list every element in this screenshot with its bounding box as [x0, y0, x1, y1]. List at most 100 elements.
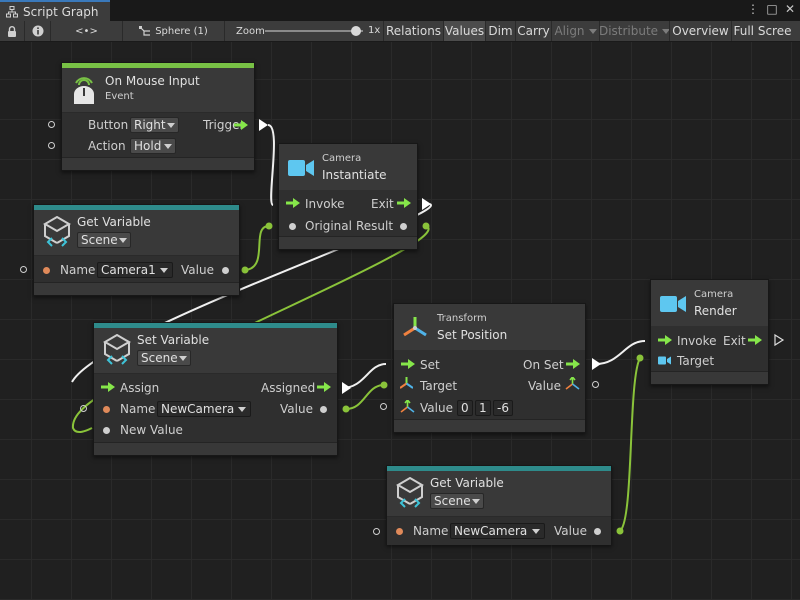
action-input-port[interactable] [48, 142, 55, 149]
chevron-down-icon [160, 268, 168, 273]
toolbar-button-dim[interactable]: Dim [485, 21, 515, 41]
variable-icon [396, 477, 424, 508]
position-x-field[interactable]: 0 [457, 400, 473, 416]
node-title: On Mouse Input [105, 74, 200, 88]
set-flow-arrow-icon[interactable] [401, 359, 415, 369]
name-field-value: NewCamera [161, 402, 235, 416]
toolbar-button-distribute[interactable]: Distribute [599, 21, 671, 41]
name-field-value: Camera1 [101, 263, 156, 277]
tab-script-graph[interactable]: Script Graph [0, 0, 110, 21]
button-input-port[interactable] [48, 121, 55, 128]
name-field[interactable]: NewCamera [157, 401, 251, 417]
name-field[interactable]: Camera1 [97, 262, 173, 278]
value-output-port-unconnected[interactable] [592, 381, 599, 388]
camera-icon [288, 160, 314, 176]
target-port-label: Target [677, 354, 715, 368]
button-dropdown[interactable]: Right [130, 117, 179, 133]
node-color-bar [62, 63, 254, 68]
node-category: Camera [694, 289, 734, 300]
name-port[interactable] [103, 406, 110, 413]
name-field[interactable]: NewCamera [450, 523, 545, 539]
node-get-variable-camera1[interactable]: Get Variable Scene Name Camera1 Value [33, 204, 240, 296]
vector3-icon[interactable] [565, 377, 580, 391]
action-port-label: Action [88, 139, 126, 153]
assigned-flow-arrow-icon[interactable] [317, 382, 331, 392]
chevron-down-icon [532, 529, 540, 534]
node-transform-set-position[interactable]: Transform Set Position Set On Set Target… [393, 303, 586, 433]
value-input-port[interactable] [380, 403, 387, 410]
value-output-port[interactable] [594, 528, 601, 535]
node-get-variable-newcamera[interactable]: Get Variable Scene Name NewCamera Value [386, 465, 612, 545]
node-title: Set Position [437, 328, 508, 342]
node-category: Camera [322, 153, 362, 164]
more-menu-icon[interactable]: ⋮ [747, 2, 759, 16]
value-output-port[interactable] [222, 267, 229, 274]
scope-dropdown[interactable]: Scene [430, 493, 484, 509]
scope-dropdown-value: Scene [434, 494, 471, 508]
zoom-label: Zoom [236, 25, 265, 37]
scope-dropdown[interactable]: Scene [77, 232, 131, 248]
node-camera-render[interactable]: Camera Render Invoke Exit Target [650, 279, 769, 385]
toolbar-button-full-scree[interactable]: Full Scree [731, 21, 793, 41]
object-selector[interactable]: Sphere (1) [122, 21, 224, 41]
mouse-event-icon [74, 77, 94, 104]
value-port-label: Value [554, 524, 587, 538]
node-camera-instantiate[interactable]: Camera Instantiate Invoke Exit Original … [278, 143, 418, 250]
chevron-down-icon [119, 238, 127, 243]
exit-flow-arrow-icon[interactable] [397, 198, 411, 208]
node-header: Set Variable Scene [94, 328, 337, 374]
original-port[interactable] [289, 223, 296, 230]
node-body: Button Right Trigger Action Hold [62, 113, 254, 159]
variable-icon [43, 216, 71, 247]
node-on-mouse-input[interactable]: On Mouse Input Event Button Right Trigge… [61, 62, 255, 171]
chevron-down-icon [164, 144, 172, 149]
object-name: Sphere (1) [155, 25, 208, 37]
on-set-flow-arrow-icon[interactable] [566, 359, 580, 369]
assign-flow-arrow-icon[interactable] [101, 382, 115, 392]
toolbar-button-relations[interactable]: Relations [383, 21, 443, 41]
new-value-port[interactable] [103, 427, 110, 434]
toolbar-button-overview[interactable]: Overview [669, 21, 731, 41]
tab-title: Script Graph [23, 4, 99, 19]
zoom-slider-thumb[interactable] [351, 26, 361, 36]
position-z-field[interactable]: -6 [493, 400, 513, 416]
exit-flow-arrow-icon[interactable] [748, 335, 762, 345]
name-port[interactable] [396, 528, 403, 535]
name-port[interactable] [43, 267, 50, 274]
value-output-port[interactable] [320, 406, 327, 413]
code-icon: <•> [75, 25, 98, 37]
toolbar-button-values[interactable]: Values [443, 21, 485, 41]
name-port-label: Name [413, 524, 449, 538]
toolbar-button-align[interactable]: Align [551, 21, 599, 41]
node-body: Invoke Exit Original Result [279, 190, 417, 238]
original-port-label: Original [305, 219, 352, 233]
name-input-port[interactable] [20, 266, 27, 273]
node-header: Get Variable Scene [34, 210, 239, 256]
info-icon [32, 25, 43, 37]
lock-button[interactable] [0, 21, 24, 41]
scope-dropdown[interactable]: Scene [137, 350, 191, 366]
close-icon[interactable]: ✕ [784, 2, 796, 16]
node-footer [94, 442, 337, 455]
chevron-down-icon [588, 28, 597, 34]
name-input-port[interactable] [80, 405, 87, 412]
info-button[interactable] [24, 21, 50, 41]
action-dropdown[interactable]: Hold [130, 138, 176, 154]
zoom-slider[interactable] [265, 26, 363, 36]
node-footer [34, 282, 239, 295]
invoke-flow-arrow-icon[interactable] [286, 198, 300, 208]
node-header: Transform Set Position [394, 304, 585, 351]
invoke-port-label: Invoke [677, 334, 717, 348]
chevron-down-icon [167, 123, 175, 128]
maximize-icon[interactable]: □ [766, 2, 778, 16]
trigger-flow-arrow-icon[interactable] [234, 120, 248, 130]
name-input-port[interactable] [373, 528, 380, 535]
result-port[interactable] [400, 223, 407, 230]
scope-dropdown-value: Scene [141, 351, 178, 365]
invoke-flow-arrow-icon[interactable] [658, 335, 672, 345]
toolbar-button-carry[interactable]: Carry [515, 21, 551, 41]
embed-graph-button[interactable]: <•> [50, 21, 122, 41]
node-set-variable[interactable]: Set Variable Scene Assign Assigned Name … [93, 322, 338, 456]
on-set-port-label: On Set [523, 358, 564, 372]
position-y-field[interactable]: 1 [475, 400, 491, 416]
